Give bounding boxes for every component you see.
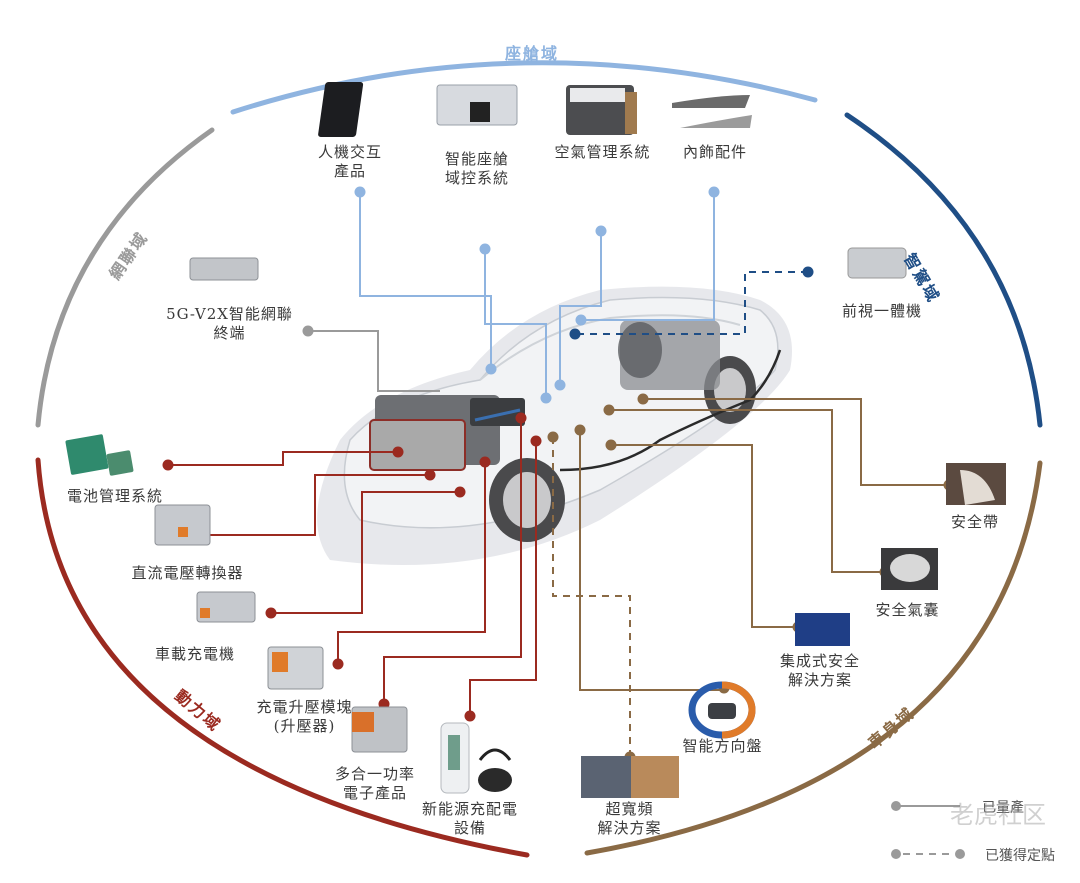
product-images <box>65 82 1006 798</box>
product-label-boost: 充電升壓模塊 (升壓器) <box>256 698 353 735</box>
product-label-integrated-safety: 集成式安全 解決方案 <box>779 652 860 689</box>
uwb-image <box>581 756 631 798</box>
connector-integrated-safety-line <box>611 444 798 628</box>
connector-airbag-line <box>609 409 885 573</box>
connector-interior-dot-start <box>708 186 720 198</box>
legend-dashed-label: 已獲得定點 <box>985 848 1055 864</box>
connector-seatbelt-line <box>643 398 949 486</box>
connector-bms-dot-end <box>392 446 404 458</box>
connector-front-camera-dot-start <box>802 266 814 278</box>
product-label-cockpit-controller: 智能座艙 域控系統 <box>444 150 509 187</box>
dcdc-image <box>154 504 211 546</box>
connector-cockpit-controller-dot-end <box>540 392 552 404</box>
connector-v2x-dot-start <box>302 325 314 337</box>
connector-airbag-dot-end <box>603 404 615 416</box>
connector-integrated-safety-dot-end <box>605 439 617 451</box>
product-label-uwb: 超寬頻 解決方案 <box>597 800 662 837</box>
obc-image <box>196 591 256 623</box>
connector-boost-dot-end <box>479 456 491 468</box>
domain-label-cockpit: 座艙域 <box>505 44 560 63</box>
product-label-v2x: 5G-V2X智能網聯 終端 <box>166 305 293 342</box>
product-label-power-elec: 多合一功率 電子產品 <box>334 765 415 802</box>
product-label-bms: 電池管理系統 <box>66 487 163 505</box>
product-label-seatbelt: 安全帶 <box>950 513 999 531</box>
arc-power <box>35 457 530 858</box>
connector-uwb-dot-end <box>547 431 559 443</box>
connector-dcdc-line <box>194 474 430 536</box>
connector-front-camera-line <box>575 271 808 335</box>
arc-body <box>584 460 1043 856</box>
product-label-charging: 新能源充配電 設備 <box>421 800 518 837</box>
integrated-safety-image <box>795 613 850 646</box>
connector-power-elec-dot-end <box>515 412 527 424</box>
bms-image <box>65 434 109 475</box>
connector-hmi-dot-start <box>354 186 366 198</box>
product-label-front-camera: 前視一體機 <box>841 302 922 320</box>
arc-adas <box>844 112 1043 428</box>
v2x-image <box>189 257 259 281</box>
connector-v2x-line <box>308 330 440 392</box>
connector-power-elec-line <box>383 418 522 704</box>
connector-cockpit-controller-line <box>484 249 547 398</box>
connector-boost-dot-start <box>332 658 344 670</box>
connector-hmi-dot-end <box>485 363 497 375</box>
connector-hmi-line <box>359 192 492 369</box>
connector-bms-dot-start <box>162 459 174 471</box>
connector-air-mgmt-dot-end <box>554 379 566 391</box>
connector-bms-line <box>168 451 398 466</box>
product-label-airbag: 安全氣囊 <box>875 601 940 619</box>
arc-cockpit <box>230 60 818 115</box>
connector-obc-line <box>271 491 460 614</box>
product-label-dcdc: 直流電壓轉換器 <box>131 564 244 582</box>
connector-dcdc-dot-end <box>424 469 436 481</box>
connector-cockpit-controller-dot-start <box>479 243 491 255</box>
watermark: 老虎社区 <box>950 801 1046 829</box>
connector-air-mgmt-dot-start <box>595 225 607 237</box>
connector-front-camera-dot-end <box>569 328 581 340</box>
connector-charging-dot-end <box>530 435 542 447</box>
product-label-obc: 車載充電機 <box>154 645 235 663</box>
connector-charging-line <box>469 441 537 716</box>
product-label-air-mgmt: 空氣管理系統 <box>554 143 651 161</box>
product-label-hmi: 人機交互 產品 <box>317 143 382 180</box>
connector-obc-dot-start <box>265 607 277 619</box>
connector-boost-line <box>337 462 486 664</box>
interior-image <box>672 95 750 108</box>
connector-uwb-line <box>552 437 631 757</box>
connector-interior-line <box>581 192 715 321</box>
arc-network <box>35 127 215 428</box>
car-illustration <box>317 286 792 565</box>
legend-solid-label: 已量產 <box>982 800 1024 816</box>
connector-seatbelt-dot-end <box>637 393 649 405</box>
connector-charging-dot-start <box>464 710 476 722</box>
product-label-interior: 內飾配件 <box>682 143 747 161</box>
product-label-steering: 智能方向盤 <box>682 737 763 755</box>
connector-steering-dot-end <box>574 424 586 436</box>
connector-interior-dot-end <box>575 314 587 326</box>
hmi-image <box>318 82 364 137</box>
connector-obc-dot-end <box>454 486 466 498</box>
connector-air-mgmt-line <box>559 231 602 385</box>
front-camera-image <box>847 247 907 279</box>
